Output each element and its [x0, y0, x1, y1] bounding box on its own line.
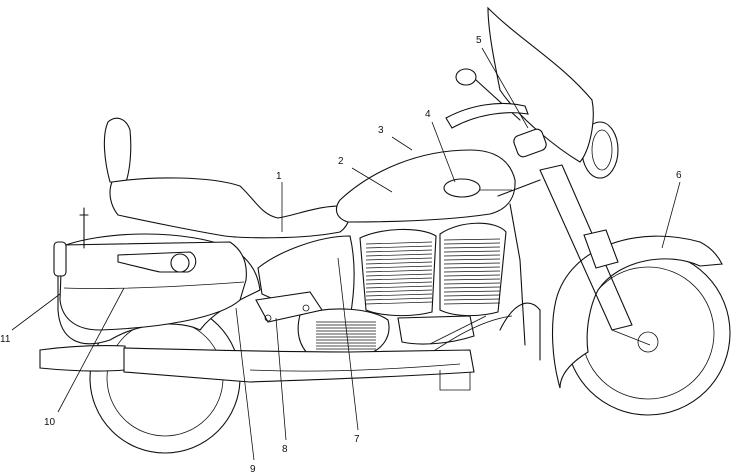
- callout-8: 8: [282, 444, 288, 455]
- cooling-fin: [443, 274, 501, 277]
- footboard: [255, 291, 323, 323]
- cooling-fin: [443, 286, 501, 289]
- cooling-fin: [443, 242, 501, 245]
- cooling-fin: [443, 250, 501, 253]
- cooling-fin: [443, 254, 501, 257]
- cooling-fin: [365, 277, 433, 281]
- leader-lines: [11, 47, 681, 461]
- callout-1: 1: [276, 171, 282, 182]
- engine: [359, 222, 507, 317]
- callout-5: 5: [476, 35, 482, 46]
- cooling-fin: [443, 262, 501, 265]
- cooling-fin: [365, 241, 433, 245]
- tail-light: [53, 241, 67, 277]
- callout-2: 2: [338, 156, 344, 167]
- cooling-fin: [443, 282, 501, 285]
- cooling-fin: [365, 293, 433, 297]
- fuel-tank: [335, 149, 516, 223]
- callout-11: 11: [0, 334, 11, 345]
- saddlebag: [59, 241, 247, 331]
- cooling-fin: [443, 290, 501, 293]
- cooling-fin: [365, 297, 433, 301]
- cooling-fin: [365, 245, 433, 249]
- cooling-fin: [443, 238, 501, 241]
- front-fender: [551, 235, 723, 389]
- cooling-fin: [443, 298, 501, 301]
- cooling-fin: [365, 249, 433, 253]
- backrest: [103, 117, 132, 183]
- cooling-fin: [443, 258, 501, 261]
- seat: [109, 177, 350, 239]
- callout-3: 3: [378, 125, 384, 136]
- cooling-fin: [365, 269, 433, 273]
- callout-labels: 1 2 3 4 5 6 7 8 9 10 11: [0, 35, 682, 475]
- cooling-fin: [443, 270, 501, 273]
- license-bracket: [79, 207, 89, 249]
- callout-7: 7: [354, 434, 360, 445]
- callout-4: 4: [425, 109, 431, 120]
- callout-9: 9: [250, 464, 256, 475]
- cooling-fin: [443, 302, 501, 305]
- frame: [419, 179, 541, 361]
- cooling-fin: [365, 289, 433, 293]
- callout-10: 10: [44, 417, 56, 428]
- cooling-fin: [443, 278, 501, 281]
- cooling-fin: [443, 266, 501, 269]
- exhaust: [39, 345, 475, 391]
- fuel-cap: [443, 178, 481, 198]
- cooling-fin: [365, 281, 433, 285]
- cooling-fin: [365, 285, 433, 289]
- cooling-fin: [365, 261, 433, 265]
- cooling-fin: [365, 257, 433, 261]
- callout-6: 6: [676, 170, 682, 181]
- cooling-fin: [365, 265, 433, 269]
- cooling-fin: [365, 253, 433, 257]
- cooling-fin: [365, 273, 433, 277]
- handlebars: [445, 68, 547, 158]
- cooling-fin: [443, 294, 501, 297]
- cooling-fin: [365, 301, 433, 305]
- crankcase: [297, 308, 475, 357]
- cooling-fin: [443, 246, 501, 249]
- front-fork: [539, 164, 651, 346]
- windshield: [487, 6, 594, 163]
